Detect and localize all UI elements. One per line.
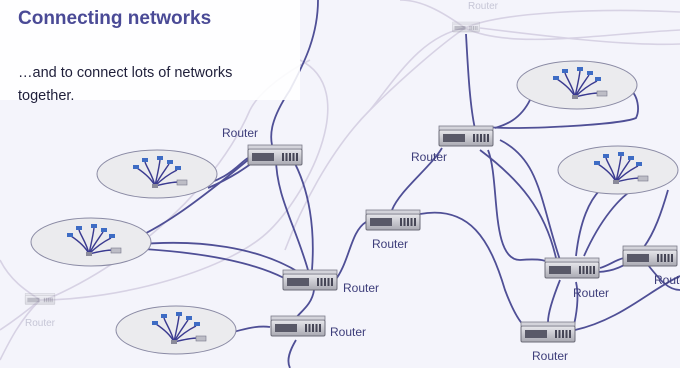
- title-panel: [0, 0, 300, 100]
- router-label: Router: [411, 150, 447, 164]
- lan-cloud: [96, 149, 218, 199]
- router-icon: [270, 315, 326, 337]
- router-label: Router: [330, 325, 366, 339]
- lan-cloud: [115, 305, 237, 355]
- lan-cloud: [30, 217, 152, 267]
- slide-title: Connecting networks: [18, 8, 212, 29]
- router-icon: [622, 245, 678, 267]
- router-icon: [452, 21, 480, 33]
- lan-cloud: [557, 145, 679, 195]
- lan-cloud: [516, 60, 638, 110]
- slide-subtitle: …and to connect lots of networks togethe…: [18, 65, 233, 104]
- router-icon: [520, 321, 576, 343]
- router-icon: [24, 293, 56, 305]
- router-label: Router: [468, 1, 499, 12]
- router-label: Router: [654, 273, 680, 287]
- router-label: Router: [343, 281, 379, 295]
- router-icon: [438, 125, 494, 147]
- router-icon: [247, 144, 303, 166]
- router-label: Router: [222, 126, 258, 140]
- router-icon: [365, 209, 421, 231]
- router-label: Router: [25, 318, 56, 329]
- router-icon: [282, 269, 338, 291]
- router-icon: [544, 257, 600, 279]
- router-label: Router: [532, 349, 568, 363]
- router-label: Router: [573, 286, 609, 300]
- router-label: Router: [372, 237, 408, 251]
